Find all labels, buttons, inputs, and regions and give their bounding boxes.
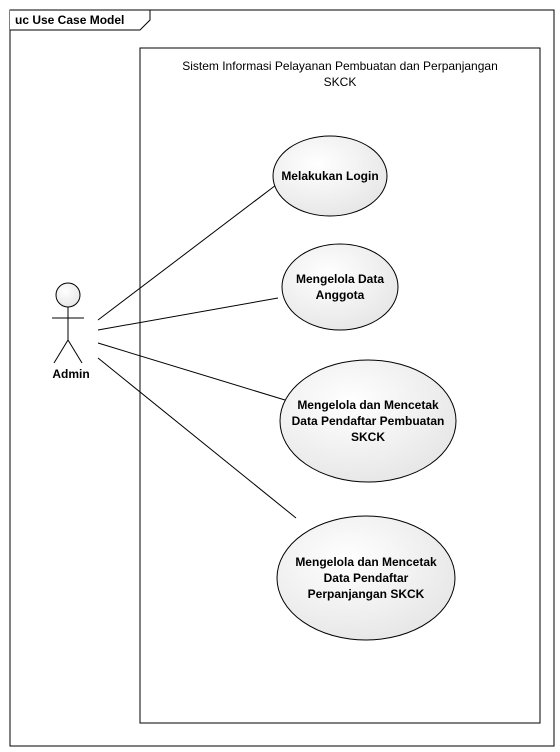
association-login <box>97 184 277 321</box>
actor-right-leg <box>67 339 83 364</box>
usecase-label-line: Anggota <box>316 288 365 302</box>
actor-left-leg <box>53 339 69 364</box>
system-title-line2: SKCK <box>324 75 357 89</box>
association-perpanjangan <box>97 357 297 519</box>
usecase-label-line: Data Pendaftar <box>324 571 409 585</box>
usecase-melakukan-login[interactable]: Melakukan Login <box>272 135 388 217</box>
usecase-ellipse <box>272 135 388 217</box>
system-title-line1: Sistem Informasi Pelayanan Pembuatan dan… <box>182 59 498 73</box>
usecase-mengelola-data-anggota[interactable]: Mengelola Data Anggota <box>281 243 399 331</box>
actor-name: Admin <box>52 367 89 381</box>
usecase-mengelola-mencetak-perpanjangan[interactable]: Mengelola dan Mencetak Data Pendaftar Pe… <box>276 515 456 641</box>
frame-title-tab <box>10 9 151 31</box>
usecase-mengelola-mencetak-pembuatan[interactable]: Mengelola dan Mencetak Data Pendaftar Pe… <box>279 359 457 483</box>
actor-admin[interactable]: Admin <box>52 282 90 381</box>
usecase-label-line: Melakukan Login <box>281 169 378 183</box>
frame-title: uc Use Case Model <box>15 13 124 27</box>
association-mengelola-anggota <box>97 297 279 331</box>
usecase-label-line: Mengelola Data <box>296 272 384 286</box>
usecase-label-line: Mengelola dan Mencetak <box>297 398 439 412</box>
actor-head <box>55 282 81 308</box>
association-pembuatan <box>97 342 286 401</box>
usecase-label-line: Mengelola dan Mencetak <box>295 555 437 569</box>
usecase-label-line: Perpanjangan SKCK <box>308 587 425 601</box>
usecase-label-line: SKCK <box>351 430 385 444</box>
usecase-ellipse <box>281 243 399 331</box>
usecase-ellipse <box>279 359 457 483</box>
usecase-label-line: Data Pendaftar Pembuatan <box>292 414 445 428</box>
usecase-ellipse <box>276 515 456 641</box>
